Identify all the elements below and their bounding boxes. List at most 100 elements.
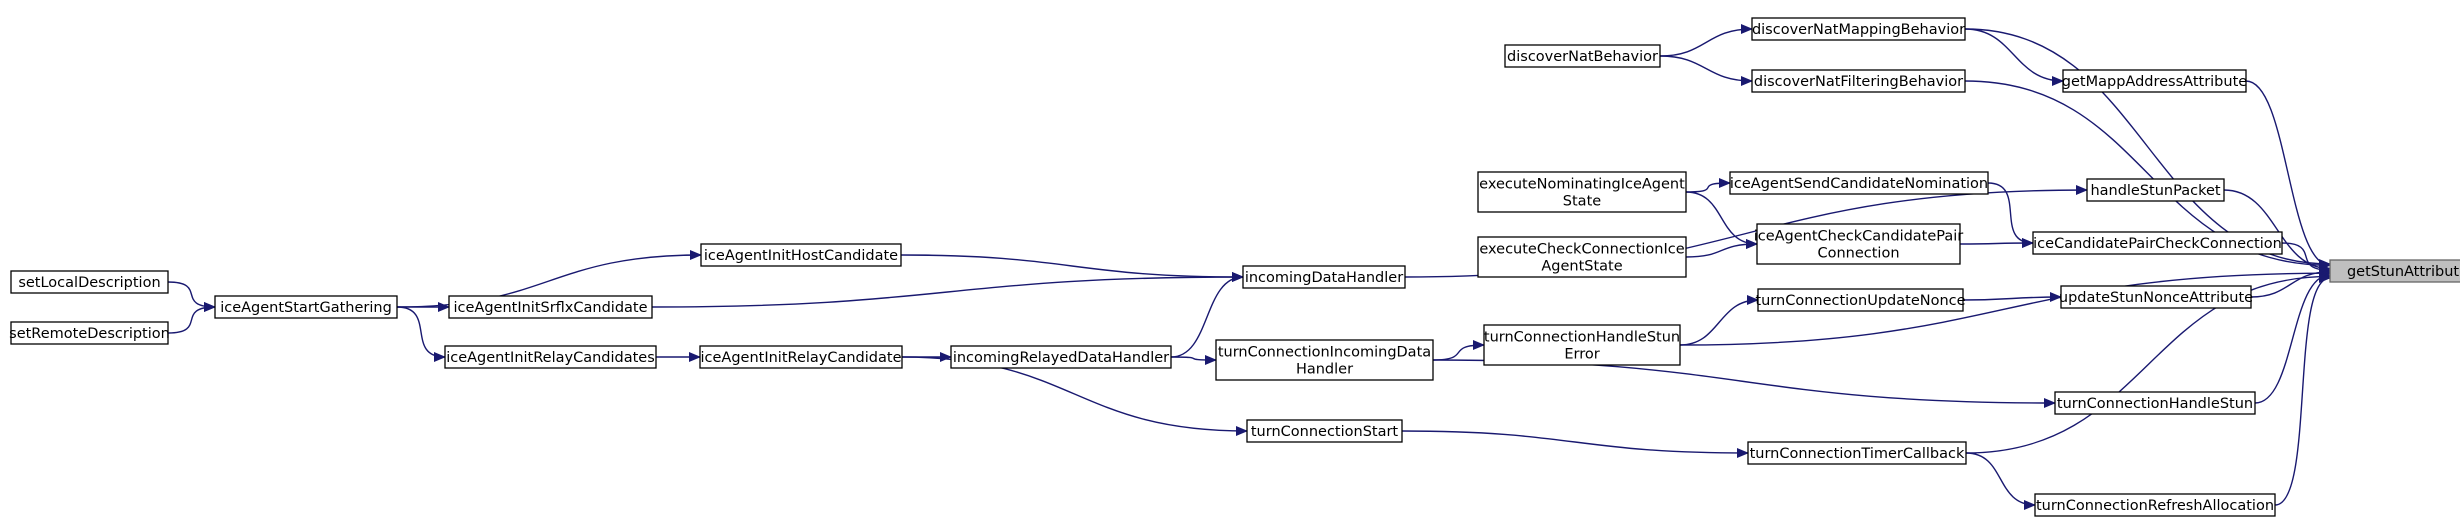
edge-discover-nat-mapping-behavior-to-get-mapp-address-attribute: [1964, 28, 2064, 86]
node-label: AgentState: [1541, 259, 1622, 275]
node-box: [1242, 265, 1406, 289]
node-label: turnConnectionHandleStun: [1484, 330, 1680, 346]
node-label: turnConnectionUpdateNonce: [1755, 293, 1965, 309]
node-box: [1215, 339, 1434, 381]
node-box: [448, 295, 653, 319]
edge-get-mapp-address-attribute-to-get-stun-attribute: [2245, 80, 2331, 271]
edge-execute-nominating-ice-agent-state-to-ice-agent-send-candidate-nomination: [1685, 178, 1731, 193]
node-box: [1477, 236, 1687, 278]
node-set-local-description[interactable]: setLocalDescription: [10, 270, 169, 294]
node-box: [444, 345, 657, 369]
node-ice-agent-send-candidate-nomination[interactable]: iceAgentSendCandidateNomination: [1729, 171, 1989, 195]
node-label: incomingRelayedDataHandler: [953, 350, 1169, 366]
node-discover-nat-mapping-behavior[interactable]: discoverNatMappingBehavior: [1751, 17, 1966, 41]
node-box: [2054, 391, 2256, 415]
node-box: [2060, 285, 2252, 309]
node-turn-connection-start[interactable]: turnConnectionStart: [1246, 419, 1403, 443]
node-label: setRemoteDescription: [9, 326, 170, 342]
edge-ice-agent-start-gathering-to-ice-agent-init-relay-candidates: [396, 306, 446, 362]
node-ice-agent-init-relay-candidate[interactable]: iceAgentInitRelayCandidate: [699, 345, 903, 369]
node-box: [1477, 171, 1687, 213]
node-label: iceCandidatePairCheckConnection: [2033, 236, 2282, 252]
edges-layer: [167, 24, 2331, 510]
node-box: [2034, 493, 2276, 517]
edge-turn-connection-timer-callback-to-get-stun-attribute: [1965, 271, 2331, 454]
node-box: [1246, 419, 1403, 443]
node-box: [10, 321, 169, 345]
node-box: [1756, 223, 1961, 265]
edge-turn-connection-handle-stun-to-get-stun-attribute: [2254, 269, 2331, 404]
node-box: [700, 243, 902, 267]
node-box: [1751, 69, 1966, 93]
edge-handle-stun-packet-to-get-stun-attribute: [2223, 189, 2331, 274]
node-label: iceAgentCheckCandidatePair: [1754, 229, 1964, 245]
node-label: iceAgentInitSrflxCandidate: [453, 300, 647, 316]
node-label: updateStunNonceAttribute: [2059, 290, 2253, 306]
node-incoming-data-handler[interactable]: incomingDataHandler: [1242, 265, 1406, 289]
node-box: [2086, 178, 2225, 202]
node-box: [1757, 288, 1964, 312]
edge-discover-nat-behavior-to-discover-nat-mapping-behavior: [1659, 24, 1753, 57]
node-label: handleStunPacket: [2090, 183, 2220, 199]
node-box: [214, 295, 398, 319]
edge-turn-connection-incoming-data-handler-to-turn-connection-handle-stun-error: [1432, 340, 1485, 361]
node-box: [2032, 231, 2283, 255]
node-label: discoverNatFilteringBehavior: [1754, 74, 1963, 90]
node-get-mapp-address-attribute[interactable]: getMappAddressAttribute: [2062, 69, 2247, 93]
node-discover-nat-behavior[interactable]: discoverNatBehavior: [1504, 44, 1661, 68]
edge-incoming-relayed-data-handler-to-incoming-data-handler: [1170, 272, 1244, 358]
node-label: discoverNatMappingBehavior: [1752, 22, 1965, 38]
node-discover-nat-filtering-behavior[interactable]: discoverNatFilteringBehavior: [1751, 69, 1966, 93]
node-label: iceAgentInitRelayCandidates: [446, 350, 655, 366]
node-update-stun-nonce-attribute[interactable]: updateStunNonceAttribute: [2059, 285, 2253, 309]
node-handle-stun-packet[interactable]: handleStunPacket: [2086, 178, 2225, 202]
node-ice-agent-start-gathering[interactable]: iceAgentStartGathering: [214, 295, 398, 319]
node-turn-connection-refresh-allocation[interactable]: turnConnectionRefreshAllocation: [2034, 493, 2276, 517]
node-turn-connection-timer-callback[interactable]: turnConnectionTimerCallback: [1747, 441, 1967, 465]
node-incoming-relayed-data-handler[interactable]: incomingRelayedDataHandler: [950, 345, 1172, 369]
edge-turn-connection-handle-stun-error-to-turn-connection-update-nonce: [1679, 295, 1759, 346]
node-label: incomingDataHandler: [1245, 270, 1403, 286]
node-box: [1747, 441, 1967, 465]
node-ice-agent-init-relay-candidates[interactable]: iceAgentInitRelayCandidates: [444, 345, 657, 369]
edge-discover-nat-mapping-behavior-to-get-stun-attribute: [1964, 28, 2331, 269]
edge-set-remote-description-to-ice-agent-start-gathering: [167, 302, 216, 334]
node-label: turnConnectionHandleStun: [2057, 396, 2253, 412]
node-box: [1483, 324, 1681, 366]
node-turn-connection-update-nonce[interactable]: turnConnectionUpdateNonce: [1755, 288, 1966, 312]
node-label: getMappAddressAttribute: [2062, 74, 2247, 90]
node-box: [10, 270, 169, 294]
node-label: Connection: [1817, 246, 1899, 262]
edge-turn-connection-start-to-turn-connection-timer-callback: [1401, 430, 1749, 458]
node-set-remote-description[interactable]: setRemoteDescription: [9, 321, 170, 345]
node-box: [1729, 171, 1989, 195]
edge-ice-agent-init-srflx-candidate-to-incoming-data-handler: [651, 272, 1244, 308]
node-ice-agent-init-srflx-candidate[interactable]: iceAgentInitSrflxCandidate: [448, 295, 653, 319]
node-box: [1751, 17, 1966, 41]
node-box: [1504, 44, 1661, 68]
node-turn-connection-handle-stun[interactable]: turnConnectionHandleStun: [2054, 391, 2256, 415]
node-label: executeCheckConnectionIce: [1479, 242, 1684, 258]
edge-turn-connection-incoming-data-handler-to-turn-connection-handle-stun: [1432, 359, 2056, 408]
edge-update-stun-nonce-attribute-to-get-stun-attribute: [2250, 266, 2331, 298]
edge-execute-nominating-ice-agent-state-to-ice-agent-check-candidate-pair-connection: [1685, 191, 1758, 249]
edge-turn-connection-update-nonce-to-update-stun-nonce-attribute: [1962, 292, 2062, 303]
node-label: Error: [1564, 347, 1599, 363]
edge-turn-connection-handle-stun-error-to-get-stun-attribute: [1679, 268, 2331, 346]
node-label: getStunAttribute: [2347, 264, 2460, 280]
node-label: turnConnectionStart: [1251, 424, 1399, 440]
node-label: iceAgentStartGathering: [220, 300, 392, 316]
edge-set-local-description-to-ice-agent-start-gathering: [167, 281, 216, 312]
edge-discover-nat-filtering-behavior-to-get-stun-attribute: [1964, 80, 2331, 271]
node-ice-agent-init-host-candidate[interactable]: iceAgentInitHostCandidate: [700, 243, 902, 267]
node-label: iceAgentInitHostCandidate: [704, 248, 898, 264]
node-label: turnConnectionRefreshAllocation: [2036, 498, 2274, 514]
edge-turn-connection-refresh-allocation-to-get-stun-attribute: [2274, 273, 2331, 506]
nodes-layer: getStunAttribute discoverNatMappingBehavi…: [9, 17, 2460, 517]
node-ice-candidate-pair-check-connection[interactable]: iceCandidatePairCheckConnection: [2032, 231, 2283, 255]
